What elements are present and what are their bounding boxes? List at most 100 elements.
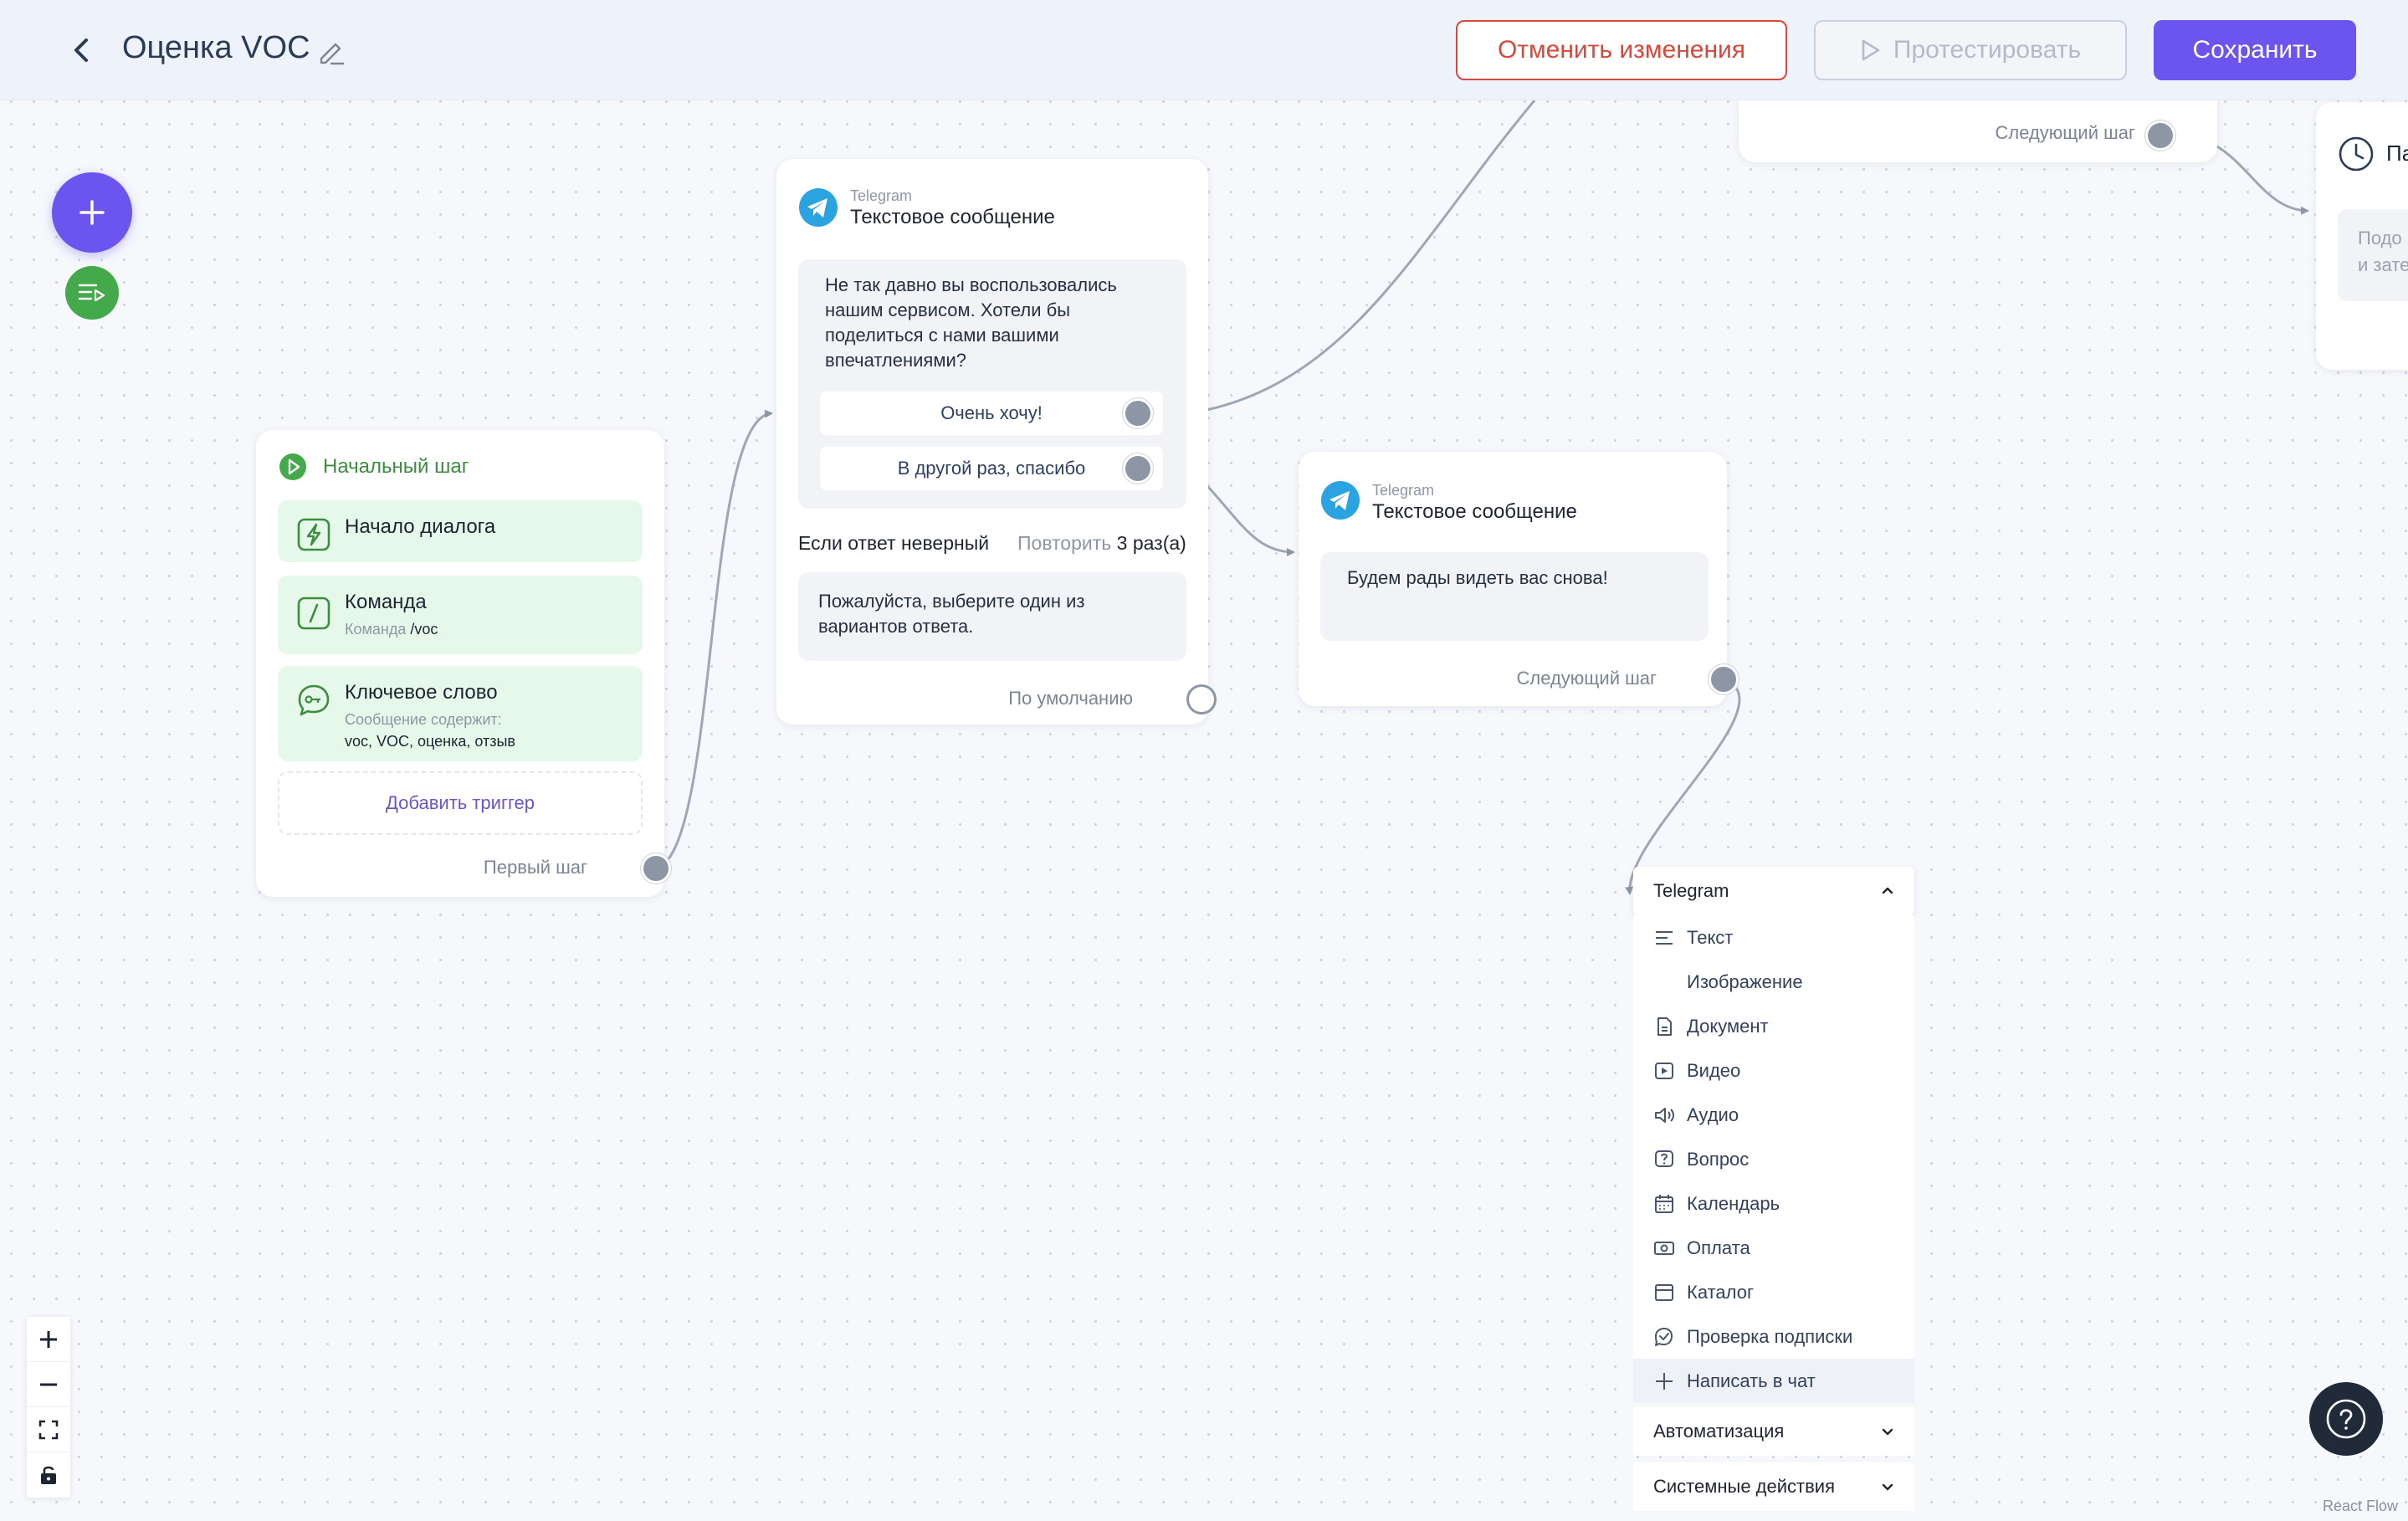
payment-icon [1654, 1242, 1674, 1255]
start-node[interactable]: Начальный шаг Начало диалога Команда Ком… [256, 430, 671, 897]
menu-item-catalog[interactable]: Каталог [1633, 1270, 1914, 1314]
repeat-setting[interactable]: Повторить 3 раз(а) [1017, 532, 1186, 555]
menu-item-text[interactable]: Текст [1633, 915, 1914, 960]
audio-icon [1655, 1108, 1674, 1123]
plus-icon [79, 200, 105, 225]
menu-item-calendar[interactable]: Календарь [1633, 1181, 1914, 1226]
save-label: Сохранить [2192, 36, 2318, 64]
menu-item-payment[interactable]: Оплата [1633, 1226, 1914, 1270]
cancel-changes-button[interactable]: Отменить изменения [1456, 20, 1787, 80]
chevron-down-icon [1882, 1483, 1893, 1491]
node-type-panel: Telegram Текст Изображение Документ [1633, 867, 1914, 1521]
slash-command-icon [297, 597, 330, 630]
edge-first-step [655, 409, 773, 870]
menu-item-label: Вопрос [1687, 1148, 1750, 1170]
menu-item-video[interactable]: Видео [1633, 1048, 1914, 1093]
menu-item-write-to-chat[interactable]: Написать в чат [1633, 1359, 1914, 1403]
fit-view-button[interactable] [27, 1407, 70, 1452]
telegram-icon [1321, 481, 1360, 520]
node-title: Па [2386, 141, 2408, 166]
key-chat-icon [298, 684, 330, 716]
fallback-text: Пожалуйста, выберите один из вариантов о… [818, 591, 1085, 637]
top-bar: Оценка VOC Отменить изменения Протестиро… [0, 0, 2408, 100]
menu-item-label: Изображение [1687, 970, 1803, 992]
back-arrow-icon[interactable] [65, 33, 99, 67]
trigger-command[interactable]: Команда Команда /voc [278, 576, 643, 654]
reply-later-handle[interactable] [1123, 453, 1153, 484]
next-step-handle[interactable] [1709, 664, 1739, 694]
panel-group-system-actions[interactable]: Системные действия [1633, 1461, 1914, 1511]
lock-button[interactable] [27, 1452, 70, 1498]
help-button[interactable] [2309, 1382, 2383, 1456]
node-bubble: Подо и зате [2338, 209, 2408, 301]
first-step-handle[interactable] [641, 853, 671, 883]
flow-list-button[interactable] [65, 266, 119, 320]
default-label: По умолчанию [1008, 688, 1133, 709]
start-node-title: Начальный шаг [323, 455, 469, 478]
next-step-handle[interactable] [2145, 120, 2175, 151]
trigger-title: Ключевое слово [345, 681, 498, 704]
menu-item-label: Документ [1687, 1015, 1769, 1037]
fallback-bubble[interactable]: Пожалуйста, выберите один из вариантов о… [798, 572, 1186, 661]
node-text-line2: и зате [2358, 254, 2408, 275]
test-label: Протестировать [1893, 36, 2082, 64]
zoom-out-button[interactable] [27, 1362, 70, 1407]
reply-button-label: В другой раз, спасибо [897, 458, 1086, 479]
trigger-title: Начало диалога [345, 515, 496, 538]
cancel-changes-label: Отменить изменения [1497, 36, 1746, 64]
menu-item-document[interactable]: Документ [1633, 1004, 1914, 1048]
chevron-up-icon [1882, 887, 1893, 894]
menu-item-label: Проверка подписки [1687, 1325, 1853, 1347]
reply-button-yes[interactable]: Очень хочу! [820, 392, 1163, 435]
partial-node-pause[interactable]: Па Подо и зате [2316, 102, 2408, 370]
add-node-button[interactable] [52, 172, 132, 253]
subscription-check-icon [1655, 1328, 1673, 1346]
message-text: Будем рады видеть вас снова! [1347, 567, 1608, 588]
test-button[interactable]: Протестировать [1814, 20, 2127, 80]
start-node-header: Начальный шаг [278, 452, 469, 482]
save-button[interactable]: Сохранить [2154, 20, 2356, 80]
message-bubble[interactable]: Не так давно вы воспользовались нашим се… [798, 259, 1186, 509]
message-type: Текстовое сообщение [850, 206, 1055, 228]
panel-group-automation[interactable]: Автоматизация [1633, 1406, 1914, 1456]
video-icon [1655, 1063, 1673, 1079]
document-icon [1657, 1017, 1672, 1036]
message-bubble[interactable]: Будем рады видеть вас снова! [1320, 552, 1709, 641]
play-icon [1862, 39, 1880, 61]
text-lines-icon [1656, 931, 1673, 945]
trigger-subtitle: Команда /voc [345, 621, 438, 638]
trigger-keywords: voc, VOC, оценка, отзыв [345, 733, 515, 750]
add-trigger-button[interactable]: Добавить триггер [278, 771, 643, 835]
trigger-keyword[interactable]: Ключевое слово Сообщение содержит: voc, … [278, 666, 643, 761]
zoom-in-button[interactable] [27, 1317, 70, 1362]
message-node-thanks[interactable]: Telegram Текстовое сообщение Будем рады … [1299, 452, 1739, 706]
default-handle[interactable] [1186, 684, 1217, 714]
react-flow-attribution[interactable]: React Flow [2323, 1498, 2399, 1514]
menu-item-label: Календарь [1687, 1192, 1780, 1214]
panel-header-telegram[interactable]: Telegram [1633, 867, 1914, 915]
repeat-label: Повторить [1017, 532, 1112, 554]
partial-node-top[interactable]: Следующий шаг [1739, 92, 2217, 162]
message-node-question[interactable]: Telegram Текстовое сообщение Не так давн… [776, 159, 1217, 725]
next-step-label: Следующий шаг [1995, 122, 2135, 143]
channel-label: Telegram [850, 187, 913, 204]
trigger-subtitle: Сообщение содержит: [345, 711, 502, 728]
catalog-icon [1655, 1284, 1673, 1301]
trigger-dialog-start[interactable]: Начало диалога [278, 500, 643, 562]
menu-item-image[interactable]: Изображение [1633, 960, 1914, 1004]
edit-pencil-icon[interactable] [315, 35, 348, 69]
reply-button-later[interactable]: В другой раз, спасибо [820, 447, 1163, 490]
command-value: /voc [410, 621, 438, 638]
menu-item-question[interactable]: Вопрос [1633, 1137, 1914, 1181]
plus-icon [1656, 1373, 1673, 1390]
panel-header-label: Telegram [1653, 880, 1729, 901]
clock-icon [2339, 136, 2374, 172]
panel-group-label: Автоматизация [1653, 1420, 1785, 1442]
reply-yes-handle[interactable] [1123, 398, 1153, 428]
menu-item-subscription-check[interactable]: Проверка подписки [1633, 1314, 1914, 1359]
menu-item-label: Написать в чат [1687, 1370, 1816, 1391]
repeat-count: 3 раз(а) [1116, 532, 1186, 554]
menu-item-audio[interactable]: Аудио [1633, 1093, 1914, 1137]
calendar-icon [1655, 1195, 1673, 1213]
